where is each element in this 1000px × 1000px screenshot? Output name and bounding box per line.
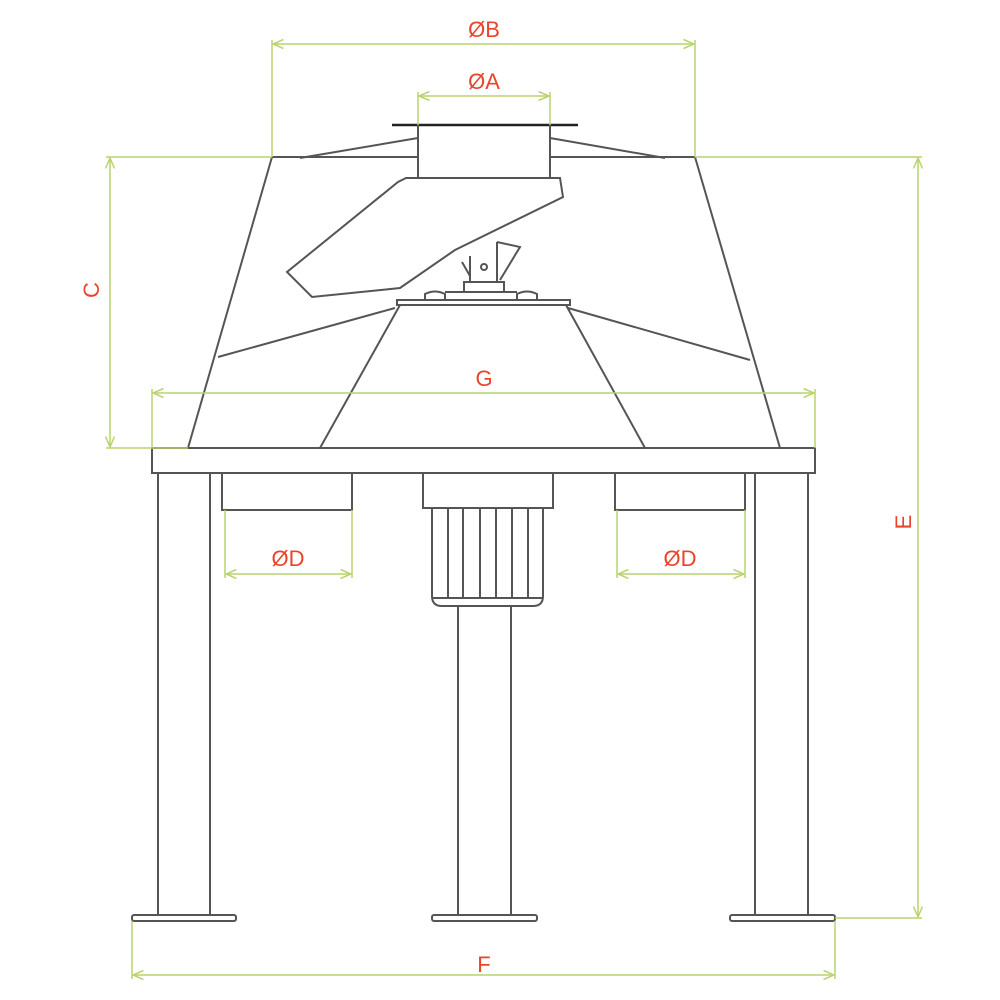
dimension-c: [106, 156, 272, 449]
inlet-neck: [392, 123, 578, 178]
label-d-left: ØD: [272, 546, 305, 571]
label-a: ØA: [468, 69, 500, 94]
leg-center: [431, 605, 538, 922]
leg-right: [729, 473, 836, 922]
hood: [187, 137, 781, 449]
outlet-right: [614, 472, 746, 511]
leg-left: [131, 473, 237, 922]
label-b: ØB: [468, 17, 500, 42]
label-d-right: ØD: [664, 546, 697, 571]
feed-chute: [285, 177, 565, 299]
inner-cone: [319, 304, 646, 449]
rotor-bracket: [396, 241, 571, 306]
label-c: C: [79, 282, 104, 298]
label-f: F: [477, 952, 490, 977]
label-e: E: [891, 515, 916, 530]
dimension-a: [417, 92, 551, 125]
dimension-b: [271, 40, 696, 157]
frame-table: [151, 447, 816, 474]
dimension-e: [695, 156, 922, 919]
dimension-f: [131, 921, 836, 979]
label-g: G: [475, 366, 492, 391]
dimension-d-right: [616, 510, 746, 578]
dimension-d-left: [224, 510, 353, 578]
outlet-left: [221, 472, 353, 511]
dimension-g: [151, 389, 816, 448]
motor: [422, 472, 554, 607]
